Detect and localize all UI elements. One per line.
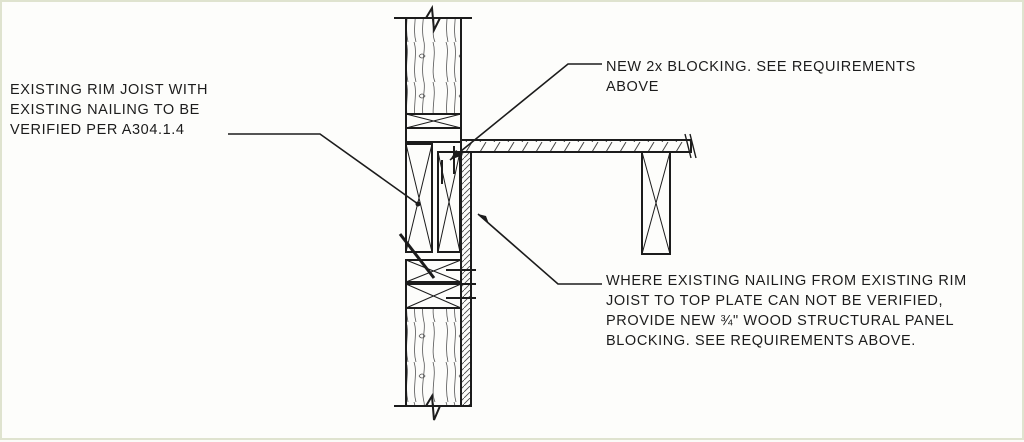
top-plate-lower: [405, 127, 462, 143]
floor-joist: [641, 151, 671, 255]
floor-deck: [460, 139, 692, 153]
deck-break: [684, 133, 697, 159]
leader-arrow-panel: [478, 214, 489, 224]
top-break-line: [394, 4, 472, 34]
note-existing-rim-joist: EXISTING RIM JOIST WITH EXISTING NAILING…: [10, 82, 209, 138]
bottom-break-line: [394, 392, 472, 421]
leader-arrow-blocking: [450, 150, 463, 160]
toe-nail: [398, 233, 436, 279]
note-new-2x-blocking: NEW 2x BLOCKING. SEE REQUIREMENTS ABOVE: [606, 59, 916, 95]
leader-new-2x-blocking: [449, 63, 602, 161]
leader-existing-rim-joist: [228, 133, 419, 205]
wood-structural-panel: [460, 151, 472, 407]
leader-panel-blocking: [477, 213, 602, 285]
existing-rim-joist: [405, 143, 433, 253]
lower-wall-stud: [405, 307, 462, 407]
upper-wall-stud: [405, 17, 462, 115]
leader-dot-rim-joist: [415, 201, 421, 207]
note-panel-blocking: WHERE EXISTING NAILING FROM EXISTING RIM…: [606, 273, 967, 349]
